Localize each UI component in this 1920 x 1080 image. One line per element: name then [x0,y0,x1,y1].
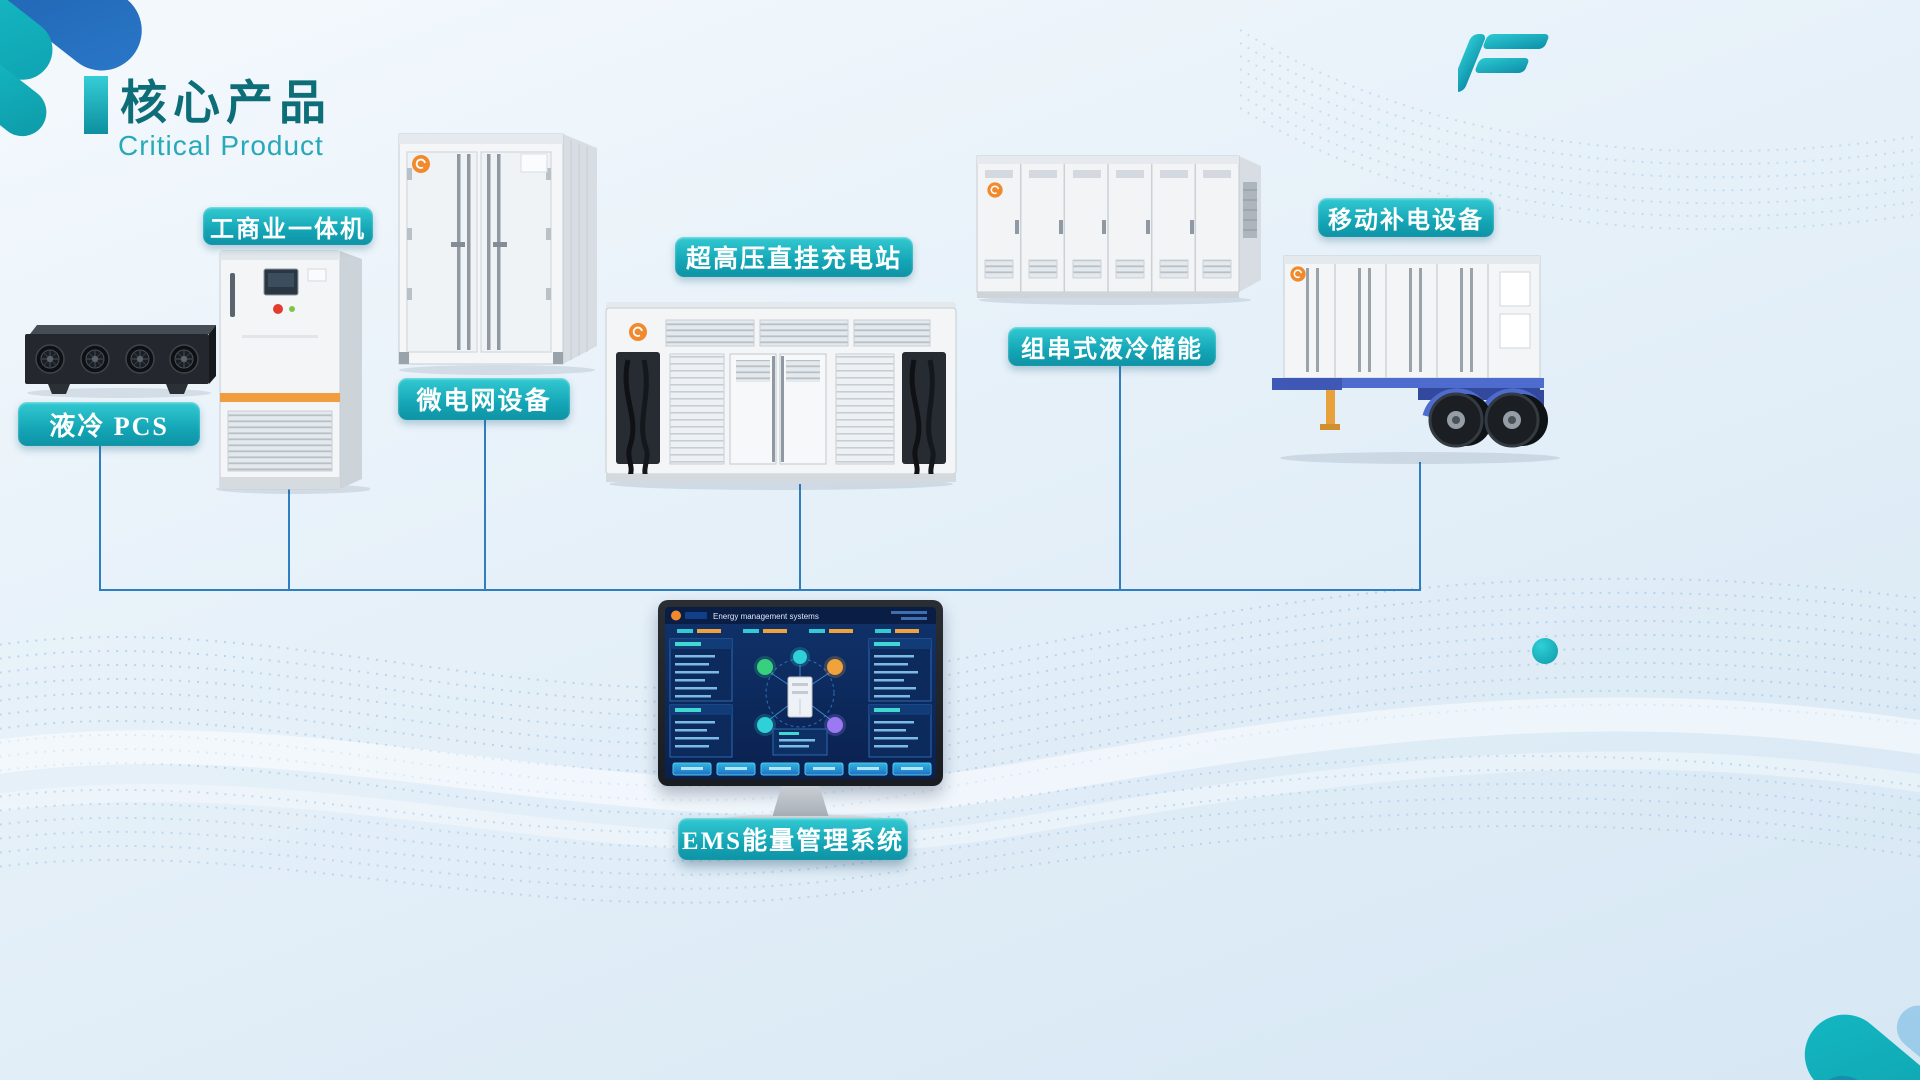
decor-teal-dot [1532,638,1558,664]
label-microgrid-equipment: 微电网设备 [398,378,570,420]
company-logo-icon [1458,34,1549,92]
mobile-power-trailer-image [1272,255,1560,464]
label-mobile-power-supply: 移动补电设备 [1318,198,1494,237]
microgrid-container-image [398,133,597,375]
charging-station-image [605,302,957,490]
connector-bus-line [99,589,1421,591]
pcs-device-image [25,325,216,398]
connector-string-ess [1119,366,1121,590]
ems-dashboard-image: Energy management systems [665,607,936,776]
ems-monitor: Energy management systems [658,600,943,829]
label-string-liquid-cooled-ess: 组串式液冷储能 [1008,327,1216,366]
connector-all-in-one [288,489,290,590]
label-commercial-all-in-one: 工商业一体机 [203,207,373,245]
page-title: 核心产品 [120,76,332,129]
connector-mobile-power [1419,462,1421,590]
ems-screen-title: Energy management systems [713,612,819,621]
label-hv-direct-charging-station: 超高压直挂充电站 [675,237,913,277]
connector-charging-station [799,484,801,590]
monitor-stand-neck [772,786,829,816]
connector-pcs [99,446,101,590]
label-ems-system: EMS能量管理系统 [678,818,908,860]
title-accent-bar [84,76,108,134]
page-subtitle: Critical Product [118,130,324,161]
all-in-one-cabinet-image [216,250,370,494]
label-liquid-cooled-pcs: 液冷 PCS [18,402,200,446]
monitor-screen: Energy management systems [665,607,936,779]
connector-microgrid [484,420,486,590]
monitor-bezel: Energy management systems [658,600,943,786]
string-ess-container-image [976,155,1261,305]
